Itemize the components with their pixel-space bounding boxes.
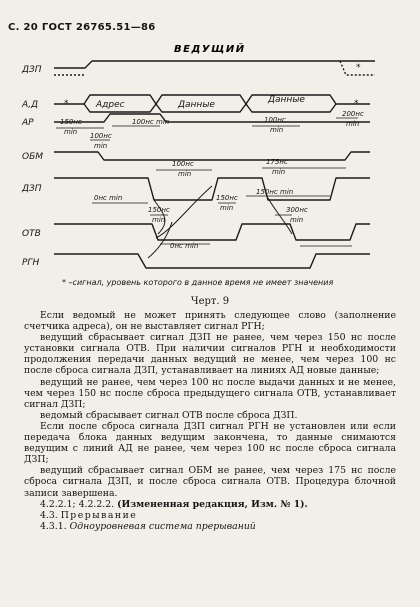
timing-150-otv: 150нс [148,206,170,214]
paragraph: 4.3.1. Одноуровневая система прерываний [24,521,396,532]
paragraph: ведущий сбрасывает сигнал ОБМ не ранее, … [24,465,396,498]
signal-label-ad: А,Д [21,100,38,110]
causal-curve-3 [267,197,293,235]
paragraph-run: 4.3. [40,509,61,521]
timing-150-ar-min: min [64,128,77,136]
timing-150-mid-min: min [220,204,233,212]
dont-care-star-2: * [64,99,69,109]
paragraph-run: Прерывание [60,509,138,521]
waveform-dzp [54,177,370,201]
waveform-dzp-top [54,60,375,69]
bus-label-data-1: Данные [177,100,215,110]
signal-label-otv: ОТВ [22,229,41,239]
signal-label-dzp: ДЗП [21,184,42,194]
waveform-rgn [54,253,370,269]
causal-curve-1 [153,199,166,235]
causal-curve-4 [147,221,173,259]
paragraph: ведомый сбрасывает сигнал ОТВ после сбро… [24,410,396,421]
causal-curve-2 [155,185,213,239]
waveform-ad-bus [54,94,370,105]
paragraph: ведущий сбрасывает сигнал ДЗП не ранее, … [24,332,396,376]
body-text: Если ведомый не может принять следующее … [24,310,396,532]
paragraph-run: 4.3.1. [40,520,70,532]
timing-175-min: min [272,168,285,176]
paragraph-run: Если ведомый не может принять следующее … [24,310,396,333]
timing-150-mid: 150нс [216,194,238,202]
timing-100-dzp: 100нс [172,160,194,168]
paragraph-run: Если после сброса сигнала ДЗП сигнал РГН… [24,420,396,466]
timing-150-otv-min: min [152,216,165,224]
figure-caption: Черт. 9 [190,296,230,307]
timing-150-ar: 150нс [60,118,82,126]
timing-100-dzp-min: min [178,170,191,178]
paragraph-run: ведущий сбрасывает сигнал ДЗП не ранее, … [24,332,396,377]
diagram-footnote: * –сигнал, уровень которого в данное вре… [62,278,333,287]
paragraph: ведущий не ранее, чем через 100 нс после… [24,377,396,410]
signal-label-rgn: РГН [22,258,39,268]
timing-0-1: 0нс min [94,194,122,202]
waveform-ar [54,113,370,123]
paragraph: 4.2.2.1; 4.2.2.2. (Измененная редакция, … [24,499,396,510]
dont-care-star-3: * [354,99,359,109]
timing-100-data: 100нс [264,116,286,124]
paragraph: Если после сброса сигнала ДЗП сигнал РГН… [24,421,396,465]
paragraph-run: 4.2.2.1; 4.2.2.2. [40,498,118,510]
timing-100-data-min: min [270,126,283,134]
timing-diagram: ВЕДУЩИЙ ДЗП А,Д АР ОБМ ДЗП ОТВ РГН Адрес… [21,42,375,287]
diagram-title: ВЕДУЩИЙ [174,42,246,55]
waveform-dzp-top-dont-care [54,60,375,76]
bus-label-address: Адрес [95,100,125,110]
paragraph-run: ведущий не ранее, чем через 100 нс после… [24,376,396,410]
paragraph-run: ведущий сбрасывает сигнал ОБМ не ранее, … [24,465,396,499]
paragraph-run: Одноуровневая система прерываний [69,520,256,532]
paragraph: 4.3. Прерывание [24,510,396,521]
waveform-otv [54,223,370,241]
page-header: С. 20 ГОСТ 26765.51—86 [8,22,156,33]
bus-label-data-2: Данные [267,95,305,105]
timing-200: 200нс [342,110,364,118]
waveform-ad-bus-lower [83,103,337,113]
paragraph: Если ведомый не может принять следующее … [24,310,396,332]
timing-300-min: min [290,216,303,224]
timing-200-min: min [346,120,359,128]
timing-175: 175нс [266,158,288,166]
timing-0-2: 0нс min [170,242,198,250]
waveform-obm [54,151,370,161]
timing-150-right: 150нс min [256,188,293,196]
timing-100-obm-min: min [94,142,107,150]
paragraph-run: (Измененная редакция, Изм. № 1). [117,498,308,510]
paragraph-run: ведомый сбрасывает сигнал ОТВ после сбро… [40,409,298,421]
signal-label-dzp-top: ДЗП [21,65,42,75]
timing-300: 300нс [286,206,308,214]
timing-100-obm: 100нс [90,132,112,140]
signal-label-obm: ОБМ [22,152,43,162]
timing-100-addr: 100нс min [132,118,169,126]
signal-label-ar: АР [21,118,34,128]
dont-care-star-1: * [356,63,361,73]
